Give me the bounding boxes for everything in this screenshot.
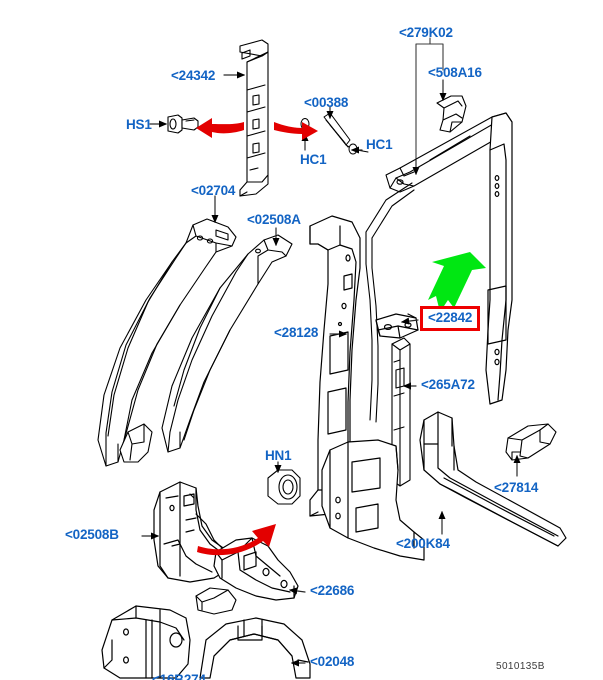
part-24342-bpillar-trim [239,39,269,197]
part-508a16-bracket [436,95,467,133]
part-27814-bracket [505,423,557,461]
part-02048-wheel-arch [199,617,311,679]
callout-hc1-left[interactable]: HC1 [300,152,327,167]
part-02508a-bracket [161,234,293,453]
callout-hn1[interactable]: HN1 [265,448,292,463]
callout-28128[interactable]: <28128 [274,325,319,340]
callout-27814[interactable]: <27814 [494,480,539,495]
callout-leader-lines [141,71,521,667]
leader-bracket-279k02 [415,37,444,169]
part-quarter-inner-lower [321,439,425,561]
part-02048-small-piece [195,587,237,615]
callout-00388[interactable]: <00388 [304,95,349,110]
part-quarter-panel-outer-right [485,112,513,405]
part-16b274-wheelhouse [101,605,191,679]
assembly-arrow-hn1 [197,524,276,556]
callout-508a16[interactable]: <508A16 [428,65,482,80]
part-200k84-rocker [419,411,567,547]
drawing-reference-number: 5010135B [496,661,545,672]
callout-279k02[interactable]: <279K02 [399,25,453,40]
callout-02704[interactable]: <02704 [191,183,236,198]
callout-02508b[interactable]: <02508B [65,527,119,542]
assembly-arrow-right [274,122,318,140]
highlight-arrow [428,252,486,312]
callout-16b274-cropped[interactable]: <16B274 [152,672,206,680]
callout-hc1-right[interactable]: HC1 [366,137,393,152]
part-pillar-lower-tip [119,423,153,463]
callout-24342[interactable]: <24342 [171,68,216,83]
callout-200k84[interactable]: <200K84 [396,536,450,551]
callout-02508a[interactable]: <02508A [247,212,301,227]
part-02704-a-pillar [97,218,237,467]
callout-22842-highlighted[interactable]: <22842 [420,306,481,331]
callout-265a72[interactable]: <265A72 [421,377,475,392]
callout-22686[interactable]: <22686 [310,583,355,598]
part-hn1-nut [267,469,301,505]
callout-hs1[interactable]: HS1 [126,117,152,132]
assembly-arrow-left [196,118,244,138]
part-02508b-bracket [153,481,231,583]
part-00388-screw [323,112,358,155]
part-22842-bracket [375,313,419,339]
callout-02048[interactable]: <02048 [310,654,355,669]
part-hs1-stud [167,114,199,134]
